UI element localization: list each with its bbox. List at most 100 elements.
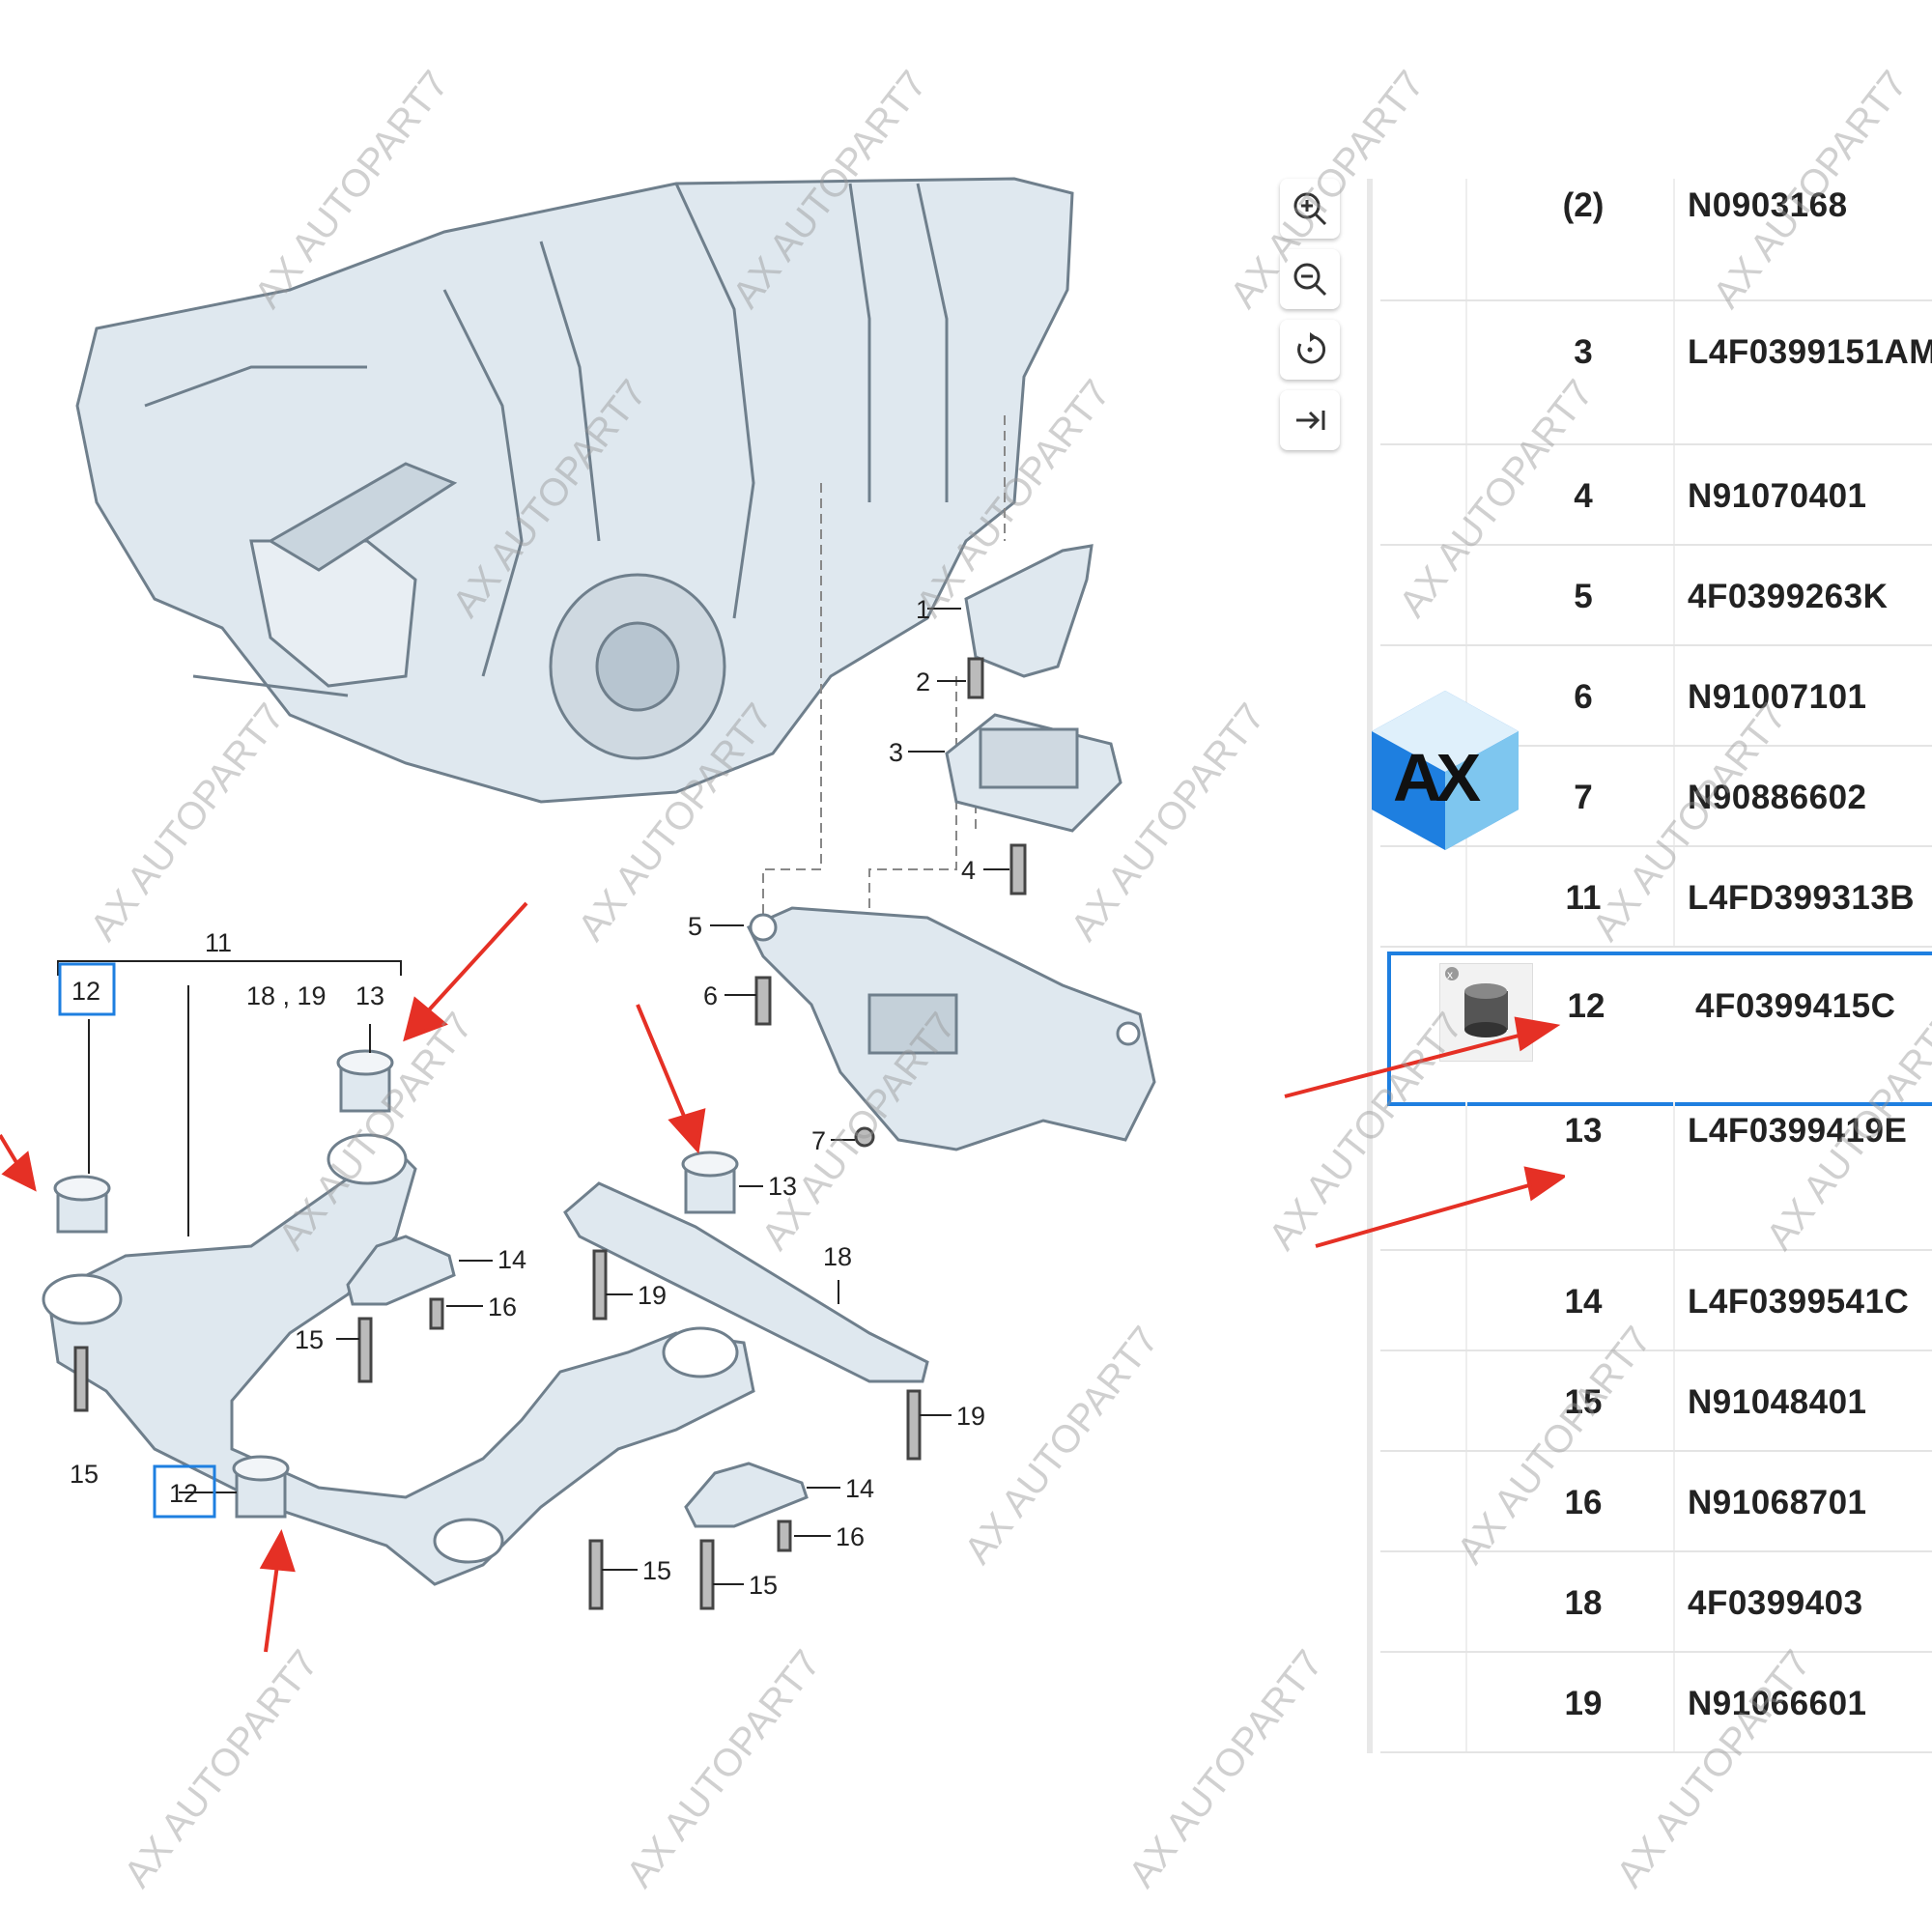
parts-diagram: 1 2 3 4 5 6 7 11 18 , 19 13 13 14 14 16 … bbox=[0, 177, 1156, 1653]
row-part-number: N0903168 bbox=[1688, 186, 1848, 224]
callout-2: 2 bbox=[916, 668, 930, 696]
callout-12-highlight-top: 12 bbox=[58, 962, 116, 1016]
bolt-part-15-b bbox=[357, 1317, 373, 1383]
row-position: 15 bbox=[1564, 1383, 1603, 1421]
red-arrow-icon bbox=[259, 1529, 296, 1653]
row-part-number: 4F0399403 bbox=[1688, 1584, 1863, 1622]
row-part-number: N91048401 bbox=[1688, 1383, 1867, 1421]
bracket-part-14-lower bbox=[684, 1462, 809, 1528]
table-row[interactable]: 18 4F0399403 bbox=[1380, 1552, 1932, 1653]
callout-7: 7 bbox=[811, 1126, 826, 1155]
row-part-number: L4F0399541C bbox=[1688, 1283, 1910, 1321]
callout-4: 4 bbox=[961, 856, 976, 885]
bolt-part-16-b bbox=[777, 1520, 792, 1552]
subframe-part-11 bbox=[42, 1133, 755, 1586]
row-part-number: N90886602 bbox=[1688, 779, 1867, 816]
brand-logo: AX bbox=[1372, 691, 1519, 850]
callout-13-top: 13 bbox=[355, 981, 384, 1010]
table-row[interactable]: 5 4F0399263K bbox=[1380, 546, 1932, 646]
table-row[interactable]: 16 N91068701 bbox=[1380, 1452, 1932, 1552]
table-row[interactable]: 15 N91048401 bbox=[1380, 1351, 1932, 1452]
reset-view-button[interactable] bbox=[1280, 320, 1340, 380]
callout-15-a: 15 bbox=[70, 1460, 99, 1489]
svg-text:12: 12 bbox=[71, 977, 100, 1006]
row-part-number: L4F0399419E bbox=[1688, 1112, 1908, 1150]
bolt-part-15-a bbox=[73, 1346, 89, 1412]
transmission-housing bbox=[75, 177, 1074, 804]
row-position: 11 bbox=[1565, 879, 1602, 917]
row-part-number: 4F0399263K bbox=[1688, 578, 1889, 615]
table-row[interactable]: 6 N91007101 bbox=[1380, 646, 1932, 747]
table-row[interactable]: 7 N90886602 bbox=[1380, 747, 1932, 847]
callout-6: 6 bbox=[703, 981, 718, 1010]
callout-5: 5 bbox=[688, 912, 702, 941]
row-position: 19 bbox=[1564, 1685, 1603, 1722]
bolt-part-2 bbox=[967, 657, 984, 699]
bushing-part-13-top bbox=[336, 1049, 394, 1113]
callout-3: 3 bbox=[889, 738, 903, 767]
row-position: 18 bbox=[1564, 1584, 1603, 1622]
callout-16-lower: 16 bbox=[836, 1522, 865, 1551]
bushing-part-12-bottom bbox=[232, 1455, 290, 1519]
bushing-part-13-right bbox=[681, 1151, 739, 1214]
collapse-panel-button[interactable] bbox=[1280, 390, 1340, 450]
arrow-to-right-icon bbox=[1296, 411, 1325, 430]
callout-19-b: 19 bbox=[956, 1402, 985, 1431]
row-part-number: N91066601 bbox=[1688, 1685, 1867, 1722]
bushing-part-12-left bbox=[53, 1175, 111, 1234]
svg-text:12: 12 bbox=[169, 1479, 198, 1508]
table-row[interactable]: 11 L4FD399313B bbox=[1380, 847, 1932, 948]
rotate-reset-icon bbox=[1297, 332, 1326, 364]
table-row[interactable]: 19 N91066601 bbox=[1380, 1653, 1932, 1753]
table-row[interactable]: 13 L4F0399419E bbox=[1380, 1102, 1932, 1251]
row-position: 3 bbox=[1574, 333, 1593, 371]
red-arrow-icon bbox=[403, 901, 528, 1042]
callout-14-upper: 14 bbox=[497, 1245, 526, 1274]
row-part-number: N91007101 bbox=[1688, 678, 1867, 716]
red-arrow-icon bbox=[636, 1004, 706, 1154]
bolt-part-15-d bbox=[699, 1539, 715, 1610]
bracket-part-14-upper bbox=[346, 1235, 456, 1306]
row-part-number: N91068701 bbox=[1688, 1484, 1867, 1521]
row-position: (2) bbox=[1562, 186, 1605, 224]
svg-text:x: x bbox=[1447, 968, 1453, 981]
table-row[interactable]: 4 N91070401 bbox=[1380, 445, 1932, 546]
callout-14-lower: 14 bbox=[845, 1474, 874, 1503]
bolt-part-19-a bbox=[592, 1249, 608, 1321]
row-position: 6 bbox=[1574, 678, 1593, 716]
row-part-number: 4F0399415C bbox=[1695, 987, 1896, 1025]
row-position: 12 bbox=[1567, 987, 1605, 1025]
zoom-out-button[interactable] bbox=[1280, 249, 1340, 309]
viewer-toolbar bbox=[1280, 179, 1343, 459]
bolt-part-19-b bbox=[906, 1389, 922, 1461]
zoom-in-button[interactable] bbox=[1280, 179, 1340, 239]
callout-1: 1 bbox=[916, 595, 930, 624]
transmission-crossmember-part-5 bbox=[746, 906, 1156, 1151]
red-arrow-icon bbox=[1284, 1016, 1561, 1098]
bolt-part-16-a bbox=[429, 1297, 444, 1330]
logo-text: AX bbox=[1393, 740, 1481, 815]
reinforcement-plate-part-18 bbox=[563, 1181, 929, 1383]
transmission-mount-part-3 bbox=[945, 713, 1122, 833]
callout-18: 18 bbox=[823, 1242, 852, 1271]
callout-18-19: 18 , 19 bbox=[246, 981, 327, 1010]
callout-12-highlight-bottom: 12 bbox=[153, 1464, 216, 1519]
zoom-in-icon bbox=[1293, 192, 1327, 226]
callout-19-a: 19 bbox=[638, 1281, 667, 1310]
row-position: 7 bbox=[1574, 779, 1593, 816]
callout-11: 11 bbox=[205, 928, 232, 957]
red-arrow-icon bbox=[1315, 1166, 1565, 1248]
table-row[interactable]: (2) N0903168 bbox=[1380, 179, 1932, 301]
bolt-part-7 bbox=[854, 1126, 875, 1148]
callout-15-d: 15 bbox=[749, 1571, 778, 1600]
table-row[interactable]: 3 L4F0399151AM bbox=[1380, 301, 1932, 445]
row-part-number: L4F0399151AM bbox=[1688, 333, 1932, 371]
table-arrows bbox=[1284, 1016, 1565, 1248]
table-row[interactable]: 14 L4F0399541C bbox=[1380, 1251, 1932, 1351]
row-part-number: L4FD399313B bbox=[1688, 879, 1916, 917]
zoom-out-icon bbox=[1293, 263, 1327, 297]
bolt-part-4 bbox=[1009, 843, 1027, 895]
callout-13-right: 13 bbox=[768, 1172, 797, 1201]
row-position: 16 bbox=[1564, 1484, 1603, 1521]
row-part-number: N91070401 bbox=[1688, 477, 1867, 515]
